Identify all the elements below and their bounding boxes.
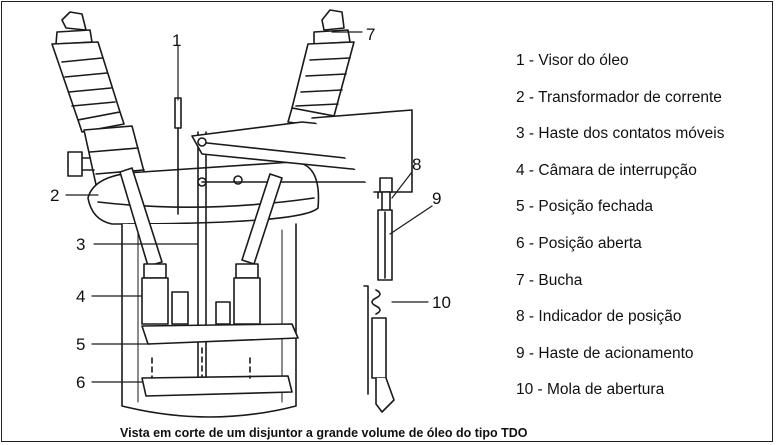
closed-position-bar bbox=[141, 323, 299, 345]
position-indicator bbox=[379, 177, 393, 213]
callout-1: 1 bbox=[172, 31, 181, 50]
callout-4: 4 bbox=[76, 287, 85, 306]
legend-item-bushing: 7 - Bucha bbox=[516, 271, 583, 289]
right-bushing bbox=[287, 9, 355, 129]
legend-item-closed-position: 5 - Posição fechada bbox=[516, 198, 654, 216]
callout-8: 8 bbox=[412, 155, 421, 174]
legend-item-moving-contact-rod: 3 - Haste dos contatos móveis bbox=[516, 125, 725, 143]
callout-2: 2 bbox=[50, 186, 59, 205]
callout-5: 5 bbox=[76, 335, 85, 354]
legend-item-position-indicator: 8 - Indicador de posição bbox=[516, 308, 682, 326]
legend-item-operating-rod: 9 - Haste de acionamento bbox=[516, 344, 694, 362]
callout-9: 9 bbox=[432, 189, 441, 208]
circuit-breaker-cutaway-drawing: 1 2 3 4 5 6 7 8 9 10 bbox=[50, 9, 451, 418]
legend-item-open-position: 6 - Posição aberta bbox=[516, 234, 642, 252]
operating-rod bbox=[377, 209, 393, 281]
interrupting-chamber-right bbox=[215, 173, 283, 325]
left-bushing bbox=[51, 11, 125, 133]
interrupting-chamber-left bbox=[119, 167, 189, 325]
legend-item-oil-gauge: 1 - Visor do óleo bbox=[516, 52, 629, 69]
legend-item-opening-spring: 10 - Mola de abertura bbox=[516, 381, 665, 399]
open-position-bar bbox=[141, 347, 293, 397]
callout-10: 10 bbox=[432, 293, 451, 312]
legend-item-current-transformer: 2 - Transformador de corrente bbox=[516, 88, 722, 106]
figure-caption: Vista em corte de um disjuntor a grande … bbox=[120, 426, 528, 440]
legend-item-interrupting-chamber: 4 - Câmara de interrupção bbox=[516, 161, 697, 179]
legend-list: 1 - Visor do óleo 2 - Transformador de c… bbox=[516, 50, 725, 416]
opening-spring bbox=[363, 285, 395, 413]
callout-3: 3 bbox=[76, 235, 85, 254]
moving-contact-rod bbox=[197, 131, 207, 393]
leader-lines bbox=[65, 31, 433, 383]
callout-6: 6 bbox=[76, 373, 85, 392]
operating-linkage bbox=[191, 109, 413, 199]
callout-7: 7 bbox=[366, 25, 375, 44]
